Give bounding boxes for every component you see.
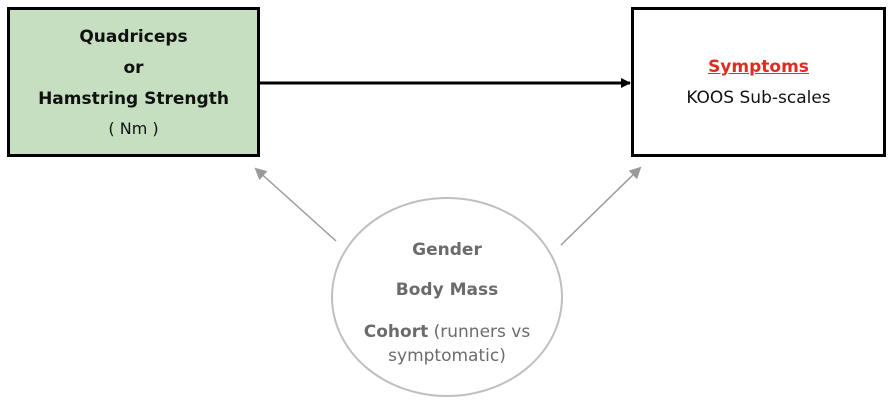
exposure-unit: ( Nm ) [108,118,159,138]
confounder-gender: Gender [412,240,482,260]
confounder-body-mass: Body Mass [395,280,499,300]
exposure-line-1: Quadriceps [79,26,188,47]
confounders-ellipse: Gender Body Mass Cohort (runners vs symp… [331,197,563,397]
exposure-line-3: Hamstring Strength [38,88,229,109]
exposure-box: Quadriceps or Hamstring Strength ( Nm ) [7,7,260,157]
outcome-title: Symptoms [708,57,809,77]
confounder-cohort-detail-a: (runners vs [433,322,531,342]
confounder-cohort: Cohort (runners vs symptomatic) [364,320,530,368]
outcome-subtitle: KOOS Sub-scales [686,88,831,108]
exposure-line-2: or [123,57,144,78]
confounder-to-outcome-arrow [560,166,642,246]
confounder-cohort-label: Cohort [363,322,429,342]
confounder-to-exposure-arrow [254,167,337,242]
confounder-cohort-detail-b: symptomatic) [388,346,506,366]
outcome-box: Symptoms KOOS Sub-scales [631,7,886,157]
